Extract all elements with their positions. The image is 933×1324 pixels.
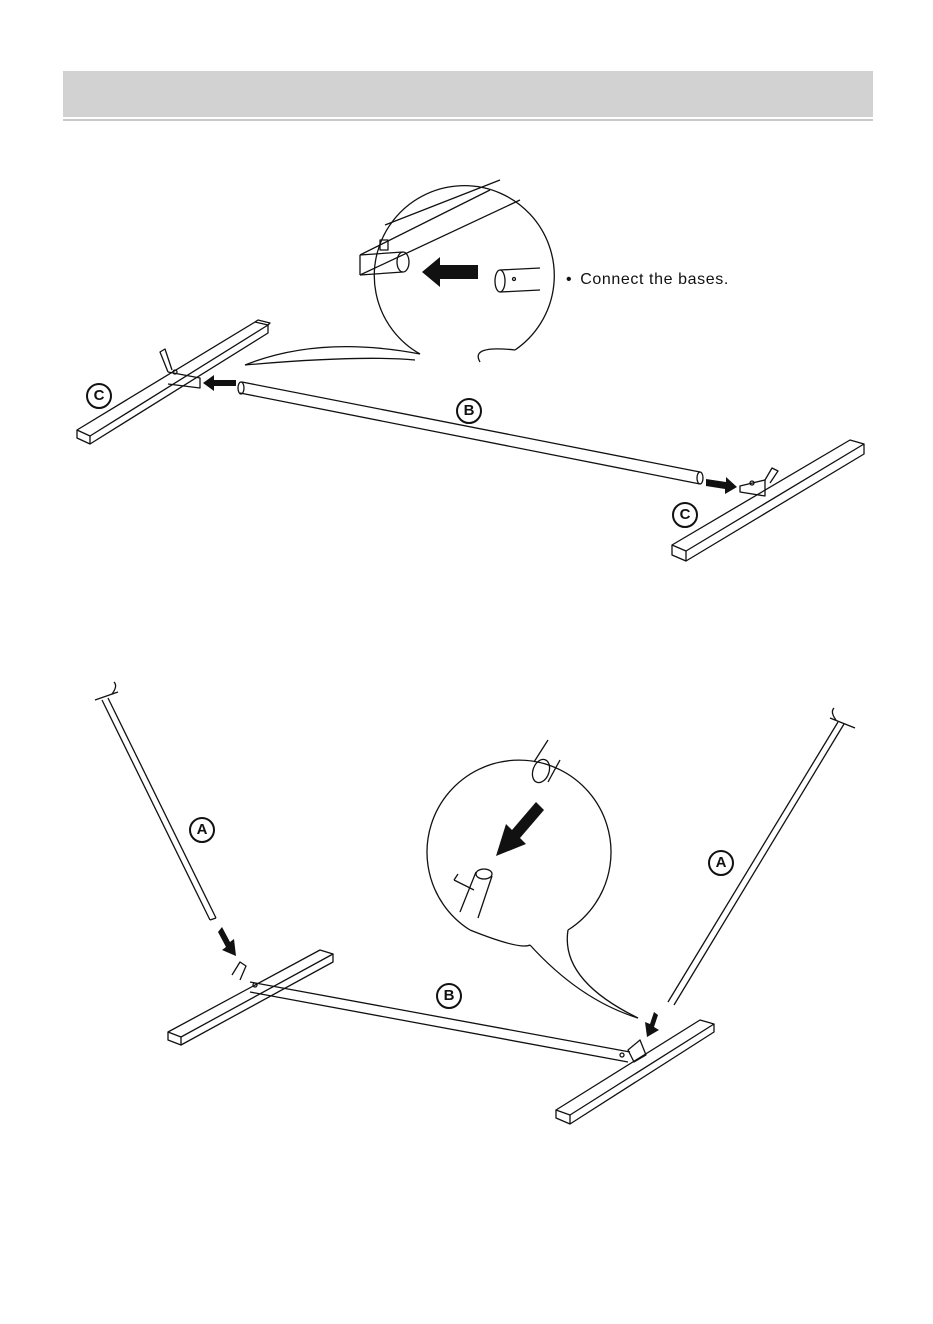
left-base-step2 <box>168 950 333 1045</box>
left-pole-a <box>95 682 216 920</box>
part-label-a-left: A <box>189 817 215 843</box>
step1-instruction: • Connect the bases. <box>566 271 729 289</box>
bullet-icon: • <box>566 271 572 288</box>
right-base-step2 <box>556 1020 714 1124</box>
part-label-b-step2: B <box>436 983 462 1009</box>
step1-note-text: Connect the bases. <box>580 271 729 288</box>
part-label-a-right: A <box>708 850 734 876</box>
step2-zoom-callout <box>427 740 638 1018</box>
right-pole-a <box>668 708 855 1005</box>
part-label-b-step1: B <box>456 398 482 424</box>
part-label-c-left: C <box>86 383 112 409</box>
part-label-c-right: C <box>672 502 698 528</box>
